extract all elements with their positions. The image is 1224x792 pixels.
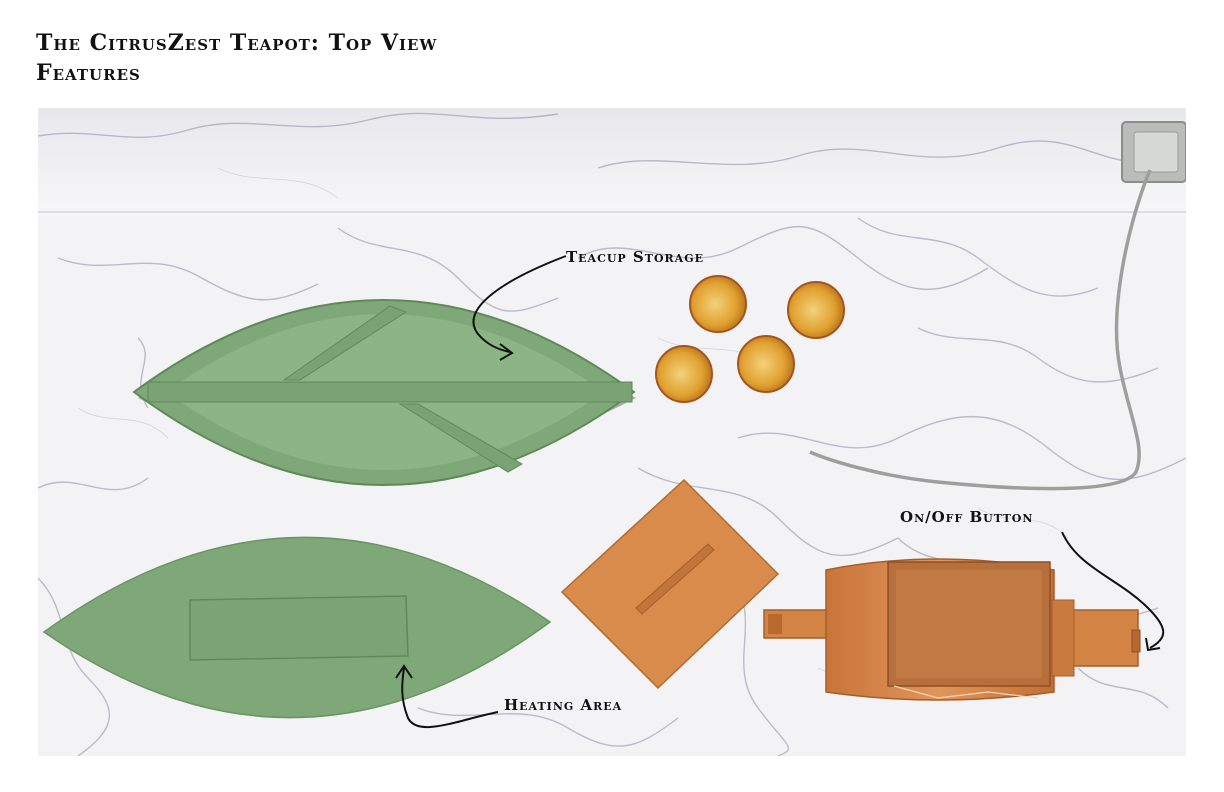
teacups — [655, 275, 845, 403]
teacup-2 — [787, 281, 845, 339]
title-line-2: Features — [36, 60, 141, 86]
teacup-storage-tray — [132, 299, 636, 486]
title-line-1: The CitrusZest Teapot: Top View — [36, 30, 438, 56]
teapot-body — [763, 558, 1141, 701]
teapot-lid — [560, 478, 780, 690]
product-illustration — [38, 108, 1186, 756]
on-off-button-label: On/Off Button — [900, 508, 1034, 526]
on-off-button[interactable] — [1131, 629, 1141, 653]
on-off-arrowhead — [1145, 637, 1161, 652]
heating-arrowhead — [395, 664, 413, 679]
power-outlet — [1121, 121, 1186, 183]
heating-base — [42, 536, 552, 719]
page-title: The CitrusZest Teapot: Top View Features — [36, 28, 437, 88]
teacup-storage-arrow — [472, 255, 567, 353]
power-cord — [809, 169, 1152, 491]
on-off-arrow — [1061, 531, 1165, 649]
teacup-storage-label: Teacup Storage — [566, 248, 704, 266]
heating-arrow — [401, 667, 499, 729]
teacup-storage-arrowhead — [499, 343, 514, 361]
teacup-3 — [655, 345, 713, 403]
heating-area-label: Heating Area — [504, 696, 623, 714]
teapot-handle — [1067, 609, 1139, 667]
product-photo: Teacup Storage On/Off Button Heating Are… — [38, 108, 1186, 756]
teacup-4 — [737, 335, 795, 393]
callout-arrows — [395, 255, 1165, 729]
teacup-1 — [689, 275, 747, 333]
